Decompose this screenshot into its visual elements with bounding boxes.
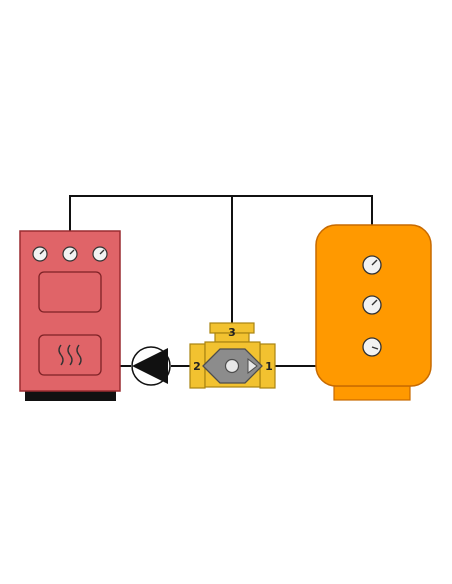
boiler-door-upper xyxy=(38,271,102,313)
pipe-boiler-to-tank-supply xyxy=(69,195,373,231)
pipes xyxy=(69,195,373,367)
boiler-base xyxy=(25,390,116,401)
gauge-icon xyxy=(362,295,382,315)
gauge-icon xyxy=(62,246,78,262)
gauge-icon xyxy=(92,246,108,262)
boiler-gauges xyxy=(32,246,108,262)
circulation-pump-icon xyxy=(131,346,171,386)
valve-flow-arrow xyxy=(247,357,258,375)
storage-tank-icon xyxy=(315,224,432,401)
gauge-icon xyxy=(362,255,382,275)
boiler-icon xyxy=(19,230,121,401)
valve-port3-label: 3 xyxy=(228,326,236,339)
valve-port2-label: 2 xyxy=(193,360,201,373)
gauge-icon xyxy=(362,337,382,357)
gauge-icon xyxy=(32,246,48,262)
tank-base xyxy=(333,385,411,401)
valve-port1-label: 1 xyxy=(265,360,273,373)
heat-waves-icon xyxy=(58,344,82,366)
three-way-mixing-valve-icon: 3 2 1 xyxy=(189,322,276,389)
valve-spindle xyxy=(224,358,240,374)
